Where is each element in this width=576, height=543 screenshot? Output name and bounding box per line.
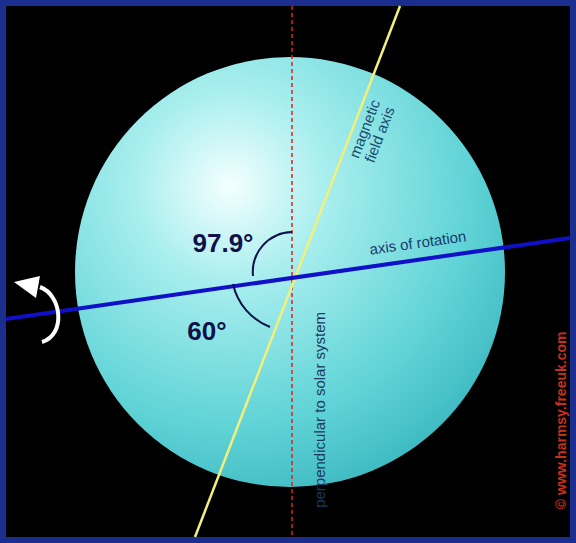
rotation-axis-line — [6, 238, 570, 319]
axis-label: perpendicular to solar system — [312, 312, 328, 508]
magnetic-axis-line — [195, 6, 400, 537]
angle-arc — [233, 284, 270, 327]
planet-sphere — [75, 57, 505, 487]
rotation-arrow — [40, 287, 58, 342]
angle-value: 60° — [187, 318, 226, 345]
watermark: © www.harmsy.freeuk.com — [555, 331, 570, 509]
black-ground — [6, 6, 570, 537]
angle-arc — [253, 232, 292, 276]
arrow-head — [14, 276, 40, 298]
angle-value: 97.9° — [192, 230, 253, 257]
perpendicular-line — [291, 6, 293, 537]
